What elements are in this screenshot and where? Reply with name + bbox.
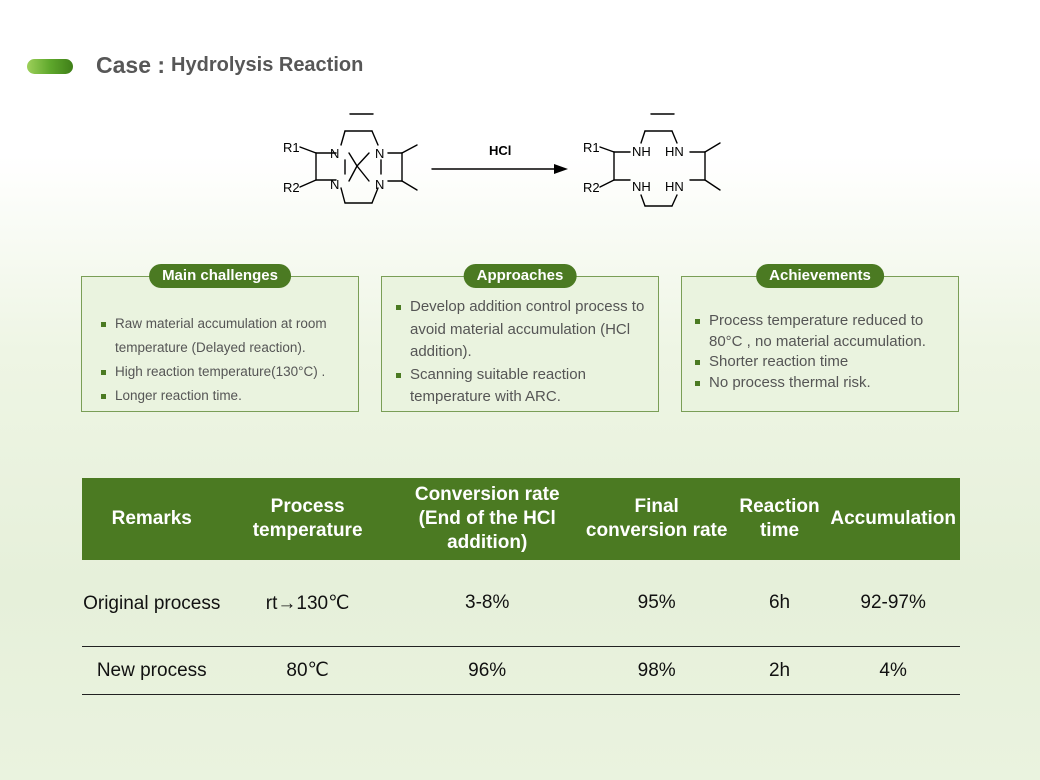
table-cell: 98% [580,646,733,695]
list-item: Process temperature reduced to 80°C , no… [694,311,958,352]
page-title: Case :Hydrolysis Reaction [96,52,363,79]
approaches-box: Approaches Develop addition control proc… [381,264,659,412]
table-cell: 96% [393,646,581,695]
product-hn1-label: HN [665,144,684,159]
reagent-label: HCl [489,143,511,158]
achievements-list: Process temperature reduced to 80°C , no… [694,311,958,393]
reactant-n2-label: N [375,146,384,161]
header-remarks: Remarks [82,478,222,560]
table-header-row: Remarks Process temperature Conversion r… [82,478,960,560]
list-item: Develop addition control process to avoi… [395,296,658,364]
header-conversion-rate: Conversion rate (End of the HCl addition… [393,478,581,560]
reactant-n1-label: N [330,146,339,161]
achievements-box: Achievements Process temperature reduced… [681,264,959,412]
header-process-temperature: Process temperature [221,478,394,560]
product-nh1-label: NH [632,144,651,159]
table-cell: 80℃ [221,646,394,695]
header-final-conversion-rate: Final conversion rate [580,478,733,560]
title-accent-pill [27,59,73,74]
product-hn2-label: HN [665,179,684,194]
list-item: No process thermal risk. [694,373,958,394]
table-cell: 95% [580,560,733,647]
main-challenges-title: Main challenges [149,264,291,288]
list-item: Scanning suitable reaction temperature w… [395,364,658,409]
list-item: Raw material accumulation at room temper… [100,312,358,360]
reaction-scheme: R1 R2 N N N N HCl R1 R2 NH HN NH HN [283,113,721,207]
table-row: Original process rt→130℃ 3-8% 95% 6h 92-… [82,560,960,647]
approaches-title: Approaches [463,264,577,288]
product-r2-label: R2 [583,180,600,195]
main-challenges-box: Main challenges Raw material accumulatio… [81,264,359,412]
table-cell: 92-97% [826,560,960,647]
comparison-table: Remarks Process temperature Conversion r… [82,478,960,695]
list-item: Longer reaction time. [100,384,358,408]
title-subtitle: Hydrolysis Reaction [171,54,364,76]
approaches-list: Develop addition control process to avoi… [395,296,658,409]
reactant-n3-label: N [330,177,339,192]
title-prefix: Case : [96,52,166,78]
list-item: High reaction temperature(130°C) . [100,360,358,384]
list-item: Shorter reaction time [694,352,958,373]
table-cell: 6h [732,560,827,647]
table-row: New process 80℃ 96% 98% 2h 4% [82,646,960,695]
header-reaction-time: Reaction time [732,478,827,560]
table-cell: Original process [82,560,222,647]
product-nh2-label: NH [632,179,651,194]
table-cell: rt→130℃ [221,560,394,647]
reactant-r1-label: R1 [283,140,300,155]
main-challenges-list: Raw material accumulation at room temper… [100,312,358,408]
product-r1-label: R1 [583,140,600,155]
table-cell: 4% [826,646,960,695]
table-cell: New process [82,646,222,695]
reactant-n4-label: N [375,177,384,192]
header-accumulation: Accumulation [826,478,960,560]
achievements-title: Achievements [756,264,884,288]
table-cell: 2h [732,646,827,695]
reactant-r2-label: R2 [283,180,300,195]
table-cell: 3-8% [393,560,581,647]
